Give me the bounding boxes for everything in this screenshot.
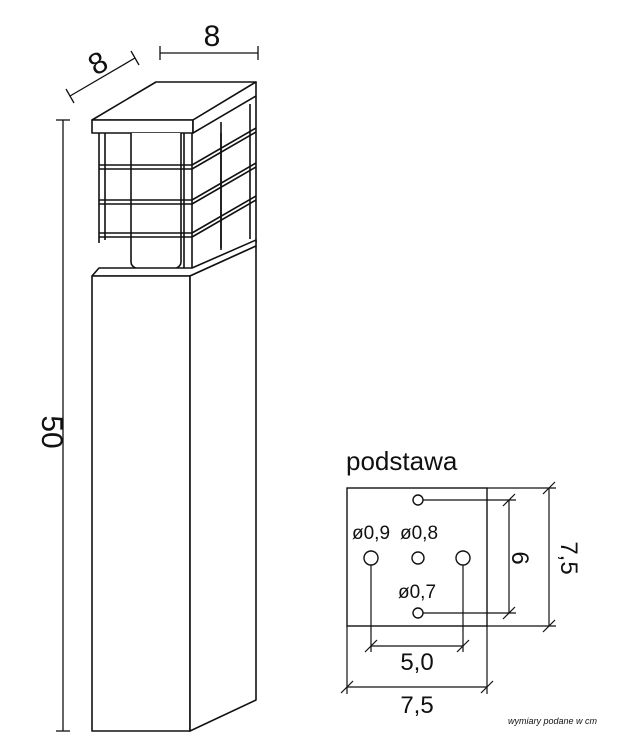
lamp-dimensions [56,46,259,732]
light-cylinder [130,133,222,272]
hole-large-label: ø0,9 [352,523,390,544]
hole-top [412,494,424,506]
louver-slats-side [191,127,257,238]
hole-right [455,550,471,566]
bollard-lamp [91,81,257,732]
base-plate-outline [346,487,488,627]
height-label: 50 [35,415,68,448]
base-plate [346,487,488,627]
depth-dimension-line [69,57,136,97]
base-title: podstawa [346,446,458,476]
hole-left [363,550,379,566]
hole-small-label: ø0,7 [398,582,436,603]
hole-horizontal-spacing-label: 5,0 [400,649,433,676]
hole-vertical-spacing-label: 6 [506,551,533,564]
hole-center-label: ø0,8 [400,523,438,544]
plate-width-label: 7,5 [400,692,433,719]
louver-slats-front [99,164,192,238]
plate-height-label: 7,5 [555,541,582,574]
base-holes [363,494,471,619]
body-front [91,275,191,732]
units-note: wymiary podane w cm [508,716,598,726]
depth-label: 8 [83,45,114,82]
roof-front [91,119,194,134]
body-side [189,245,257,732]
hole-center [411,551,425,565]
hole-bottom [412,607,424,619]
base-dimensions [340,481,556,694]
width-label: 8 [204,20,221,53]
